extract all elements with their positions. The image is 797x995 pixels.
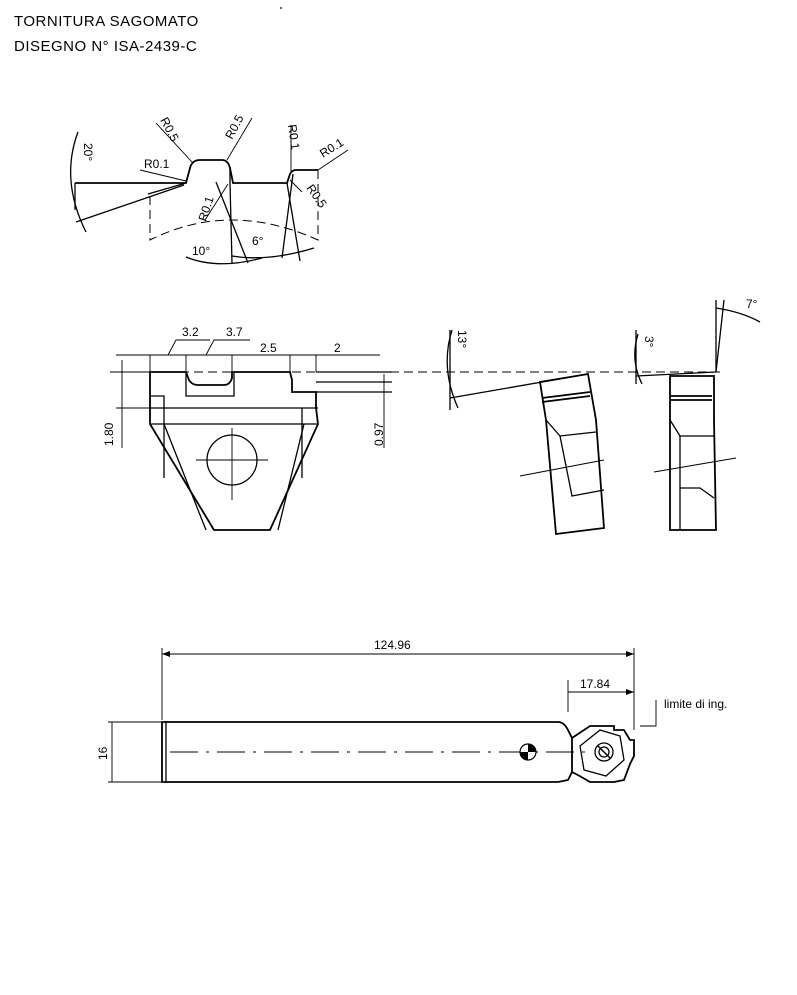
end-7-leg: [715, 299, 725, 373]
radius-label: R0.1: [196, 194, 217, 223]
profile-outline: [75, 159, 318, 184]
radius-label: R0.1: [317, 135, 346, 160]
angle-6-arc: [231, 247, 315, 259]
insert-step-left: [150, 395, 165, 408]
dimension-label: 17.84: [580, 677, 610, 691]
leader-r05-left: [155, 122, 193, 163]
angle-label: 6°: [252, 234, 264, 248]
radius-label: R0.5: [304, 182, 330, 211]
dimension-label: 1.80: [102, 422, 116, 446]
radius-label: R0.5: [157, 115, 181, 144]
profile-edge-b: [147, 182, 187, 195]
dimension-label: 2: [334, 341, 341, 355]
side-angle-arc: [446, 329, 459, 409]
end-rake-line: [635, 371, 717, 377]
insert-end-view: 3° 7°: [634, 297, 761, 531]
angle-label: 7°: [746, 297, 758, 311]
insert-inner-right: [277, 423, 305, 531]
dimension-label: 124.96: [374, 638, 411, 652]
angle-20-arc: [70, 131, 87, 233]
insert-inner-left: [163, 423, 207, 531]
radius-label: R0.1: [285, 123, 302, 150]
insert-side-view: 13°: [446, 329, 605, 536]
angle-10-arc: [185, 256, 263, 265]
angle-label: 3°: [642, 336, 656, 348]
dimension-label: 3.2: [182, 325, 199, 339]
clamp-screw-inner: [598, 746, 610, 758]
arrow: [626, 689, 634, 695]
leader-r05-mid: [226, 117, 253, 161]
dimension-label: 16: [96, 746, 110, 760]
drawing-title: TORNITURA SAGOMATO: [14, 13, 199, 30]
head-outline: [571, 725, 635, 783]
shank-outline: [161, 721, 573, 783]
insert-pocket: [579, 729, 625, 777]
leader-r05-right: [289, 179, 303, 193]
leader-r01-mid: [204, 183, 229, 221]
angle-label: 13°: [455, 330, 469, 348]
profile-detail: R0.1 R0.5 R0.5 R0.1 R0.1 R0.1 R0.5 20° 1…: [70, 112, 349, 265]
screw-slot: [597, 745, 611, 759]
end-chamfer: [669, 419, 714, 437]
insert-front-view: 3.2 3.7 2.5 2 1.80 0.97: [102, 325, 392, 531]
side-inner: [559, 435, 605, 497]
end-insert-outline: [669, 375, 717, 531]
end-angle-arc: [634, 333, 643, 385]
profile-edge-d: [281, 173, 294, 259]
angle-20-leg: [75, 184, 185, 223]
angle-10-leg: [215, 181, 249, 264]
drawing-number: DISEGNO N° ISA-2439-C: [14, 38, 197, 55]
angle-label: 20°: [81, 143, 95, 161]
profile-edge-c: [286, 182, 301, 262]
note-text: limite di ing.: [664, 697, 727, 711]
clamp-screw: [594, 742, 614, 762]
leader-r01-end: [317, 149, 349, 171]
leader-r01-left: [139, 169, 187, 182]
end-centerline: [653, 457, 737, 473]
center-mark-quadrant: [520, 752, 528, 760]
center-mark-quadrant: [528, 744, 536, 752]
angle-label: 10°: [192, 244, 210, 258]
side-edge-a: [541, 391, 591, 399]
side-chamfer: [545, 419, 597, 437]
arrow: [626, 651, 634, 657]
end-7-arc: [715, 307, 761, 323]
side-edge-b: [541, 395, 591, 403]
radius-label: R0.5: [222, 112, 246, 141]
leader-3-7: [205, 339, 250, 356]
insert-groove: [185, 372, 235, 397]
dimension-label: 0.97: [372, 422, 386, 446]
arrow: [162, 651, 170, 657]
radius-label: R0.1: [144, 157, 170, 171]
insert-outline: [149, 371, 319, 531]
note-leader: [640, 700, 657, 727]
tool-holder: 124.96 17.84 limite di ing. 16: [96, 638, 727, 783]
speck: [280, 7, 282, 9]
dimension-label: 2.5: [260, 341, 277, 355]
end-inner-step: [680, 487, 715, 499]
side-centerline: [519, 459, 605, 477]
leader-3-2: [167, 339, 210, 356]
profile-hidden-line: [149, 196, 319, 241]
dimension-label: 3.7: [226, 325, 243, 339]
profile-edge-a: [229, 168, 233, 264]
